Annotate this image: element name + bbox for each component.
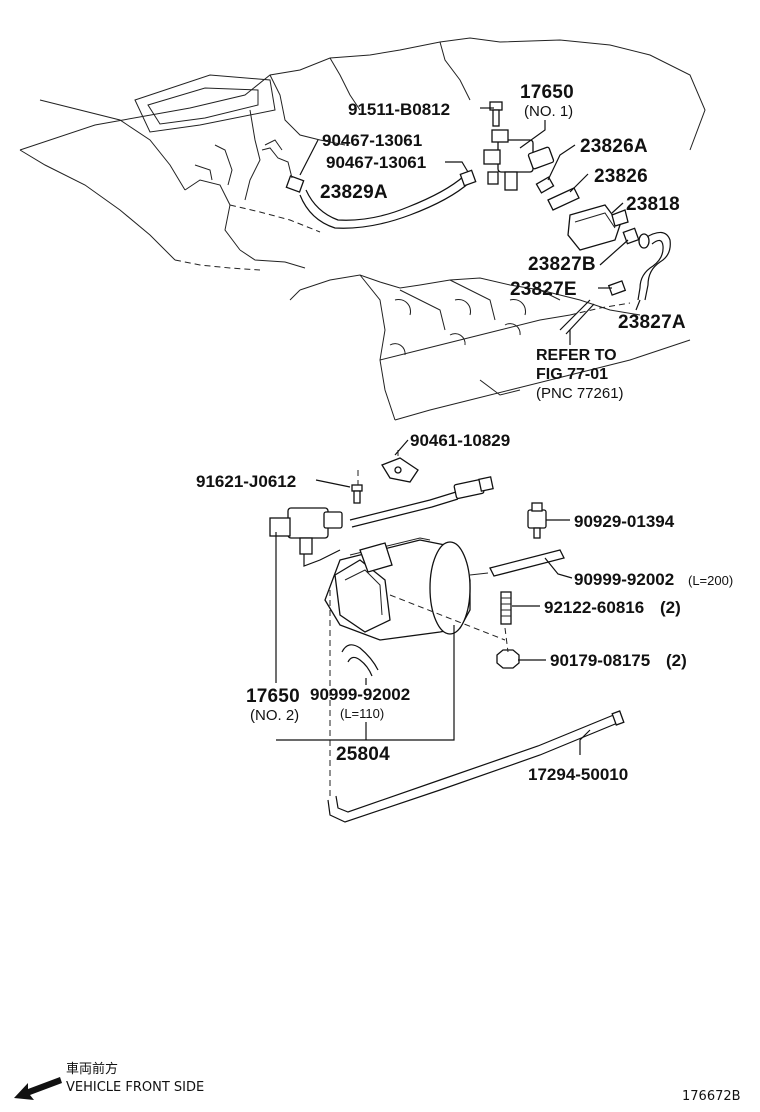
label-90467-b: 90467-13061: [326, 153, 426, 172]
label-23826: 23826: [594, 166, 648, 187]
label-25804: 25804: [336, 744, 390, 765]
nut-90179: [496, 649, 520, 669]
label-23818: 23818: [626, 194, 680, 215]
label-90999-a: 90999-92002: [574, 570, 674, 589]
label-91621: 91621-J0612: [196, 472, 296, 491]
hose-23829a: [299, 175, 471, 229]
label-90179: 90179-08175: [550, 651, 650, 670]
label-23827b: 23827B: [528, 254, 596, 275]
pipe-17294: [327, 710, 625, 823]
label-17650-no1: 17650: [520, 82, 574, 103]
leader-lines: [275, 107, 641, 755]
label-90929: 90929-01394: [574, 512, 675, 531]
vsv-no1: [483, 129, 555, 191]
label-17650-no2: 17650: [246, 686, 300, 707]
label-23829a: 23829A: [320, 182, 388, 203]
label-90999-b: 90999-92002: [310, 685, 410, 704]
label-90999-b-len: (L=110): [340, 706, 384, 721]
vsv-no2: [269, 507, 343, 567]
bolt-91511: [489, 101, 503, 127]
refer-line3: (PNC 77261): [536, 385, 624, 402]
pipe-reference: [559, 299, 595, 335]
front-side-jp: 車両前方: [66, 1061, 118, 1077]
label-23826a: 23826A: [580, 136, 648, 157]
label-17650-no1-sub: (NO. 1): [524, 103, 573, 120]
arrow-left-down-icon: [14, 1077, 62, 1100]
filter-23818: [567, 204, 629, 251]
label-23827e: 23827E: [510, 279, 577, 300]
label-90467-a: 90467-13061: [322, 131, 422, 150]
canister-25804: [324, 537, 489, 641]
front-side-en: VEHICLE FRONT SIDE: [66, 1080, 204, 1095]
label-17650-no2-sub: (NO. 2): [250, 707, 299, 724]
label-91511: 91511-B0812: [348, 100, 450, 119]
refer-line1: REFER TO: [536, 347, 617, 364]
screw-91621: [351, 484, 363, 504]
callout-labels: 17650 (NO. 1) 91511-B0812 90467-13061 90…: [196, 82, 733, 784]
clamp-90467-a: [261, 147, 305, 193]
hose-23827a: [637, 231, 671, 301]
clamp-23827b: [622, 227, 640, 245]
label-90179-qty: (2): [666, 651, 687, 670]
clamp-23827e: [607, 280, 627, 296]
hose-23826: [547, 187, 580, 211]
label-23827a: 23827A: [618, 312, 686, 333]
clamp-90467-b: [459, 169, 477, 187]
hose-90999-l110: [341, 644, 379, 677]
connector-plug: [349, 476, 494, 528]
footer: 車両前方 VEHICLE FRONT SIDE 176672B: [14, 1061, 741, 1104]
clip-23826a: [535, 176, 555, 194]
refer-line2: FIG 77-01: [536, 366, 608, 383]
label-90999-a-len: (L=200): [688, 573, 733, 588]
damper-90929: [527, 502, 547, 539]
label-90461: 90461-10829: [410, 431, 510, 450]
diagram-id: 176672B: [682, 1089, 741, 1104]
label-17294: 17294-50010: [528, 765, 628, 784]
stud-92122: [500, 591, 512, 625]
label-92122: 92122-60816: [544, 598, 644, 617]
hose-90999-l200: [489, 549, 565, 577]
label-92122-qty: (2): [660, 598, 681, 617]
bracket-90461: [381, 457, 419, 483]
engine-outline: [19, 37, 706, 421]
